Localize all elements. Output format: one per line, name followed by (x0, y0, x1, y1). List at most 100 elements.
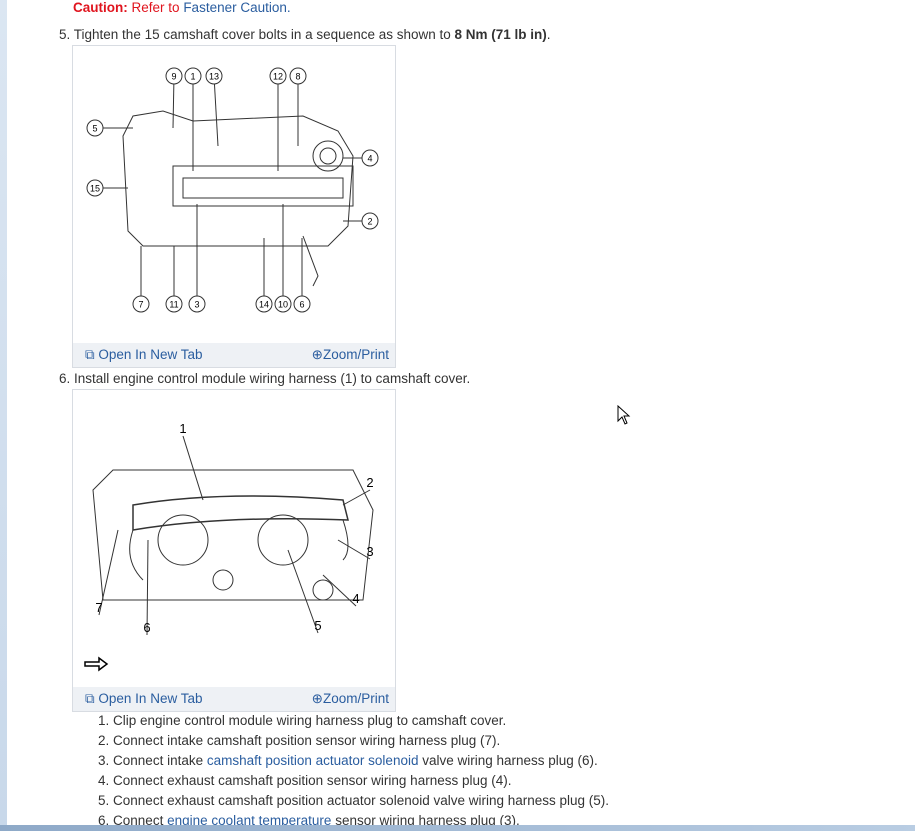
callout-circle (289, 67, 307, 85)
callout-11: 11 (169, 300, 178, 310)
substep-text: Connect exhaust camshaft position sensor… (113, 773, 512, 788)
substep-text: Connect exhaust camshaft position actuat… (113, 793, 610, 808)
callout-8: 8 (295, 72, 300, 82)
callout-leader (322, 574, 357, 607)
substep-1: 1. Clip engine control module wiring har… (98, 713, 506, 728)
callout-4: 4 (367, 154, 372, 164)
callout-15: 15 (90, 184, 100, 194)
zoom-icon: ⊕ (311, 691, 323, 706)
callout-leader (342, 489, 371, 506)
wiring-harness-diagram: 1 2 3 4 5 6 7 (84, 421, 374, 672)
taskbar (0, 825, 915, 831)
substep-2: 2. Connect intake camshaft position sens… (98, 733, 500, 748)
callout-leader (98, 529, 119, 616)
callout-7: 7 (138, 300, 143, 310)
figure-wiring-harness: 1 2 3 4 5 6 7 ⧉ Open In New Tab ⊕Zoom/Print (72, 389, 396, 712)
torque-spec: 8 Nm (71 lb in) (454, 27, 547, 42)
arrow-right-icon (84, 656, 109, 672)
callout-circle (274, 295, 292, 313)
callout-1: 1 (179, 421, 186, 436)
substep-3: 3. Connect intake camshaft position actu… (98, 753, 598, 768)
figure-toolbar: ⧉ Open In New Tab ⊕Zoom/Print (73, 687, 395, 711)
substep-text: Clip engine control module wiring harnes… (113, 713, 507, 728)
step-number: 6. (59, 371, 71, 386)
callout-circle (165, 295, 183, 313)
callout-circle (132, 295, 150, 313)
open-label: Open In New Tab (98, 347, 203, 362)
step-5: 5. Tighten the 15 camshaft cover bolts i… (59, 27, 551, 42)
callout-circle (86, 119, 104, 137)
callout-12: 12 (273, 72, 283, 82)
callout-circle (205, 67, 223, 85)
callout-10: 10 (278, 300, 288, 310)
substep-link[interactable]: engine coolant temperature (167, 813, 332, 828)
fastener-caution-link[interactable]: Fastener Caution. (183, 0, 291, 15)
callout-5: 5 (92, 124, 97, 134)
substep-text: Connect intake (113, 753, 207, 768)
callout-circle (293, 295, 311, 313)
callout-circle (255, 295, 273, 313)
substep-number: 6. (98, 813, 110, 828)
substep-5: 5. Connect exhaust camshaft position act… (98, 793, 609, 808)
callout-leader (213, 75, 219, 147)
substep-4: 4. Connect exhaust camshaft position sen… (98, 773, 512, 788)
figure-toolbar: ⧉ Open In New Tab ⊕Zoom/Print (73, 343, 395, 367)
zoom-icon: ⊕ (311, 347, 323, 362)
callout-7: 7 (95, 600, 102, 615)
callout-leader (182, 435, 204, 501)
callout-2: 2 (366, 475, 373, 490)
caution-label: Caution: (73, 0, 128, 15)
zoom-print-link[interactable]: ⊕Zoom/Print (312, 691, 389, 707)
substep-link[interactable]: camshaft position actuator solenoid (206, 753, 419, 768)
step-number: 5. (59, 27, 71, 42)
callout-leader (146, 539, 149, 636)
callout-leader (287, 549, 319, 634)
callout-13: 13 (209, 72, 219, 82)
callout-2: 2 (367, 217, 372, 227)
window-edge (0, 0, 7, 831)
substep-number: 2. (98, 733, 110, 748)
substep-text-end: sensor wiring harness plug (3). (331, 813, 520, 828)
callout-9: 9 (171, 72, 176, 82)
callout-circle (361, 212, 379, 230)
callout-6: 6 (299, 300, 304, 310)
callout-circle (86, 179, 104, 197)
substep-number: 3. (98, 753, 110, 768)
caution-text: Refer to (131, 0, 180, 15)
open-new-tab-icon: ⧉ (85, 347, 95, 362)
caution-note: Caution: Refer to Fastener Caution. (73, 0, 291, 15)
substep-number: 1. (98, 713, 110, 728)
open-new-tab-icon: ⧉ (85, 691, 95, 706)
callout-circle (184, 67, 202, 85)
callout-circle (165, 67, 183, 85)
open-in-new-tab-link[interactable]: ⧉ Open In New Tab (85, 347, 202, 363)
step-text: Install engine control module wiring har… (74, 371, 471, 386)
callout-leader (337, 539, 371, 560)
period: . (546, 27, 551, 42)
callout-circle (361, 149, 379, 167)
callout-4: 4 (352, 591, 359, 606)
substep-6: 6. Connect engine coolant temperature se… (98, 813, 520, 828)
mouse-cursor-icon (617, 405, 631, 425)
substep-number: 4. (98, 773, 110, 788)
callout-14: 14 (259, 300, 269, 310)
substep-number: 5. (98, 793, 110, 808)
step-text: Tighten the 15 camshaft cover bolts in a… (73, 27, 451, 42)
callout-3: 3 (366, 544, 373, 559)
open-label: Open In New Tab (98, 691, 203, 706)
open-in-new-tab-link[interactable]: ⧉ Open In New Tab (85, 691, 202, 707)
substep-text: Connect (113, 813, 168, 828)
callout-1: 1 (190, 72, 195, 82)
callout-circle (269, 67, 287, 85)
substep-text-end: valve wiring harness plug (6). (418, 753, 598, 768)
callout-leader (172, 75, 175, 129)
callout-circle (188, 295, 206, 313)
substep-text: Connect intake camshaft position sensor … (113, 733, 501, 748)
zoom-print-link[interactable]: ⊕Zoom/Print (312, 347, 389, 363)
callout-6: 6 (143, 620, 150, 635)
zoom-label: Zoom/Print (322, 347, 389, 362)
callout-5: 5 (314, 618, 321, 633)
step-6: 6. Install engine control module wiring … (59, 371, 470, 386)
